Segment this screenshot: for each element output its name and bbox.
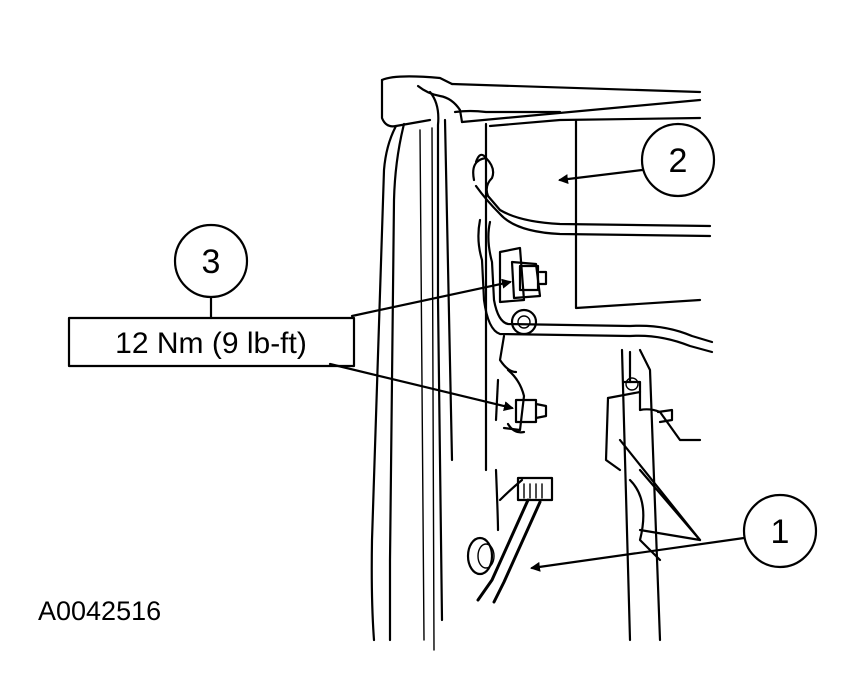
upper-bolt [518, 264, 540, 292]
hinge-hardware [604, 350, 702, 562]
lower-bolt [514, 398, 538, 424]
door-frame [484, 116, 702, 642]
callout-1-number: 1 [771, 513, 790, 551]
harness-connector [476, 476, 554, 604]
callout-2-number: 2 [669, 142, 688, 180]
door-bumper [466, 536, 495, 576]
torque-label: 12 Nm (9 lb-ft) [67, 316, 356, 368]
lower-bracket [494, 368, 548, 434]
wire-harness [472, 153, 714, 354]
callout-2: 2 [558, 122, 716, 198]
torque-spec-text: 12 Nm (9 lb-ft) [115, 327, 307, 360]
upper-bracket [498, 246, 548, 374]
callout-3-number: 3 [202, 243, 221, 281]
upper-grommet [510, 308, 538, 336]
body-pillar [370, 75, 702, 651]
callout-3: 3 [173, 223, 514, 411]
figure-id: A0042516 [38, 596, 162, 626]
callout-1: 1 [530, 493, 818, 572]
